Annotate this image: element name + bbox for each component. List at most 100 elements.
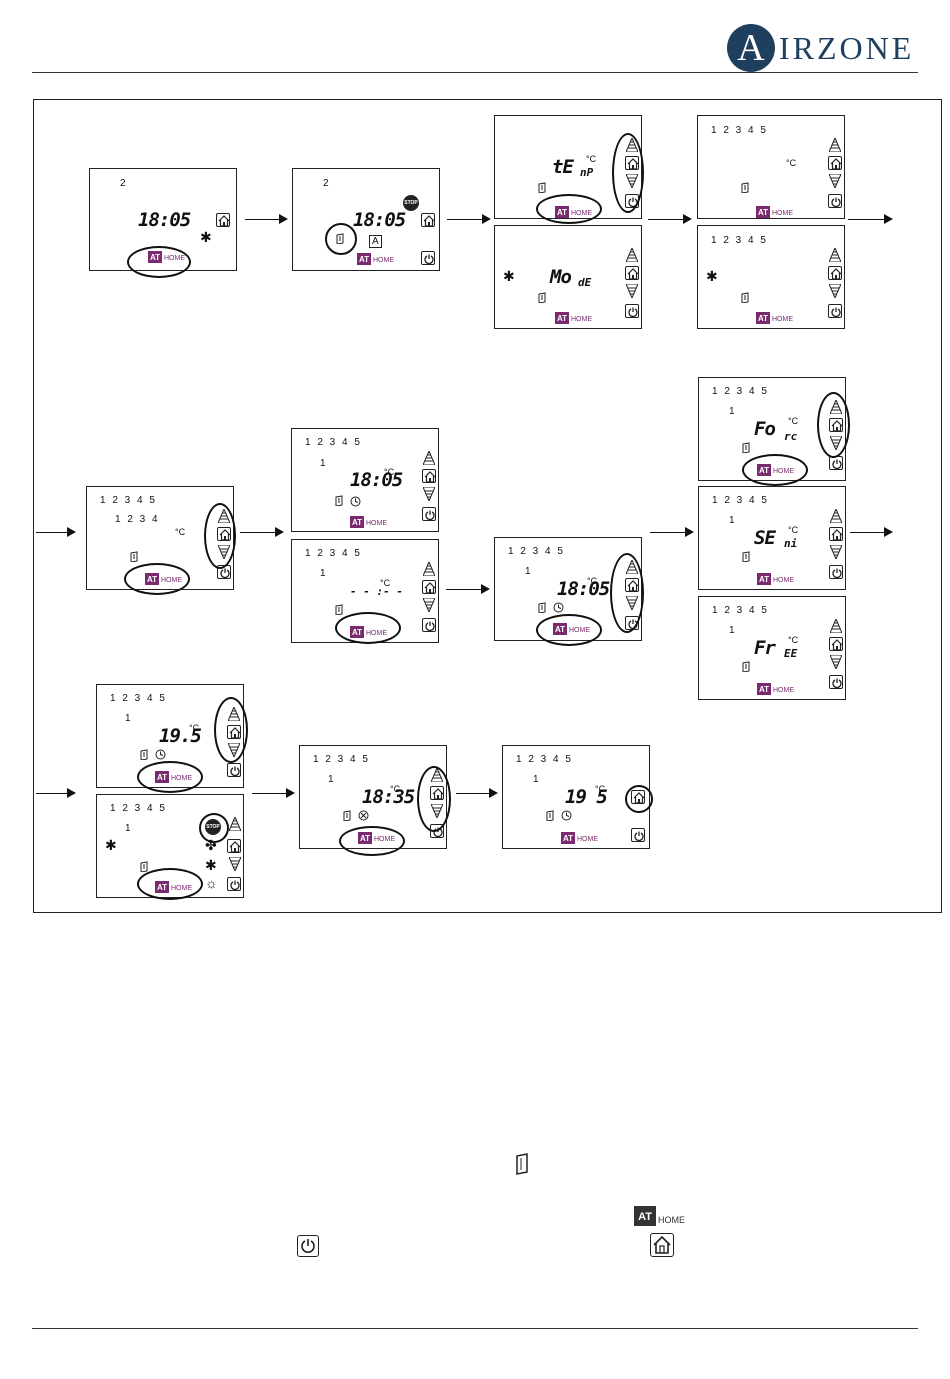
zone-number: 1 [533,774,539,785]
up-arrow-icon[interactable] [829,507,843,524]
up-arrow-icon[interactable] [828,246,842,263]
power-button[interactable] [422,507,436,521]
home-button[interactable] [227,839,241,853]
power-button[interactable] [829,565,843,579]
airzone-logo: A IRZONE [727,24,927,72]
down-arrow-icon[interactable] [828,173,842,190]
celsius-unit: °C [380,578,391,588]
zone-number: 2 [323,178,329,189]
up-arrow-icon[interactable] [828,136,842,153]
up-arrow-icon[interactable] [829,617,843,634]
down-arrow-icon[interactable] [422,486,436,503]
home-button[interactable] [421,213,435,227]
arrow-9-10-head [489,788,498,798]
stop-highlight [199,813,229,843]
athome-badge: AT [357,253,371,265]
window-icon [538,600,547,614]
arrow-1-2-head [279,214,288,224]
up-arrow-icon[interactable] [422,449,436,466]
mode-semi-small: ni [784,537,798,550]
athome-label: HOME [366,520,387,527]
window-icon [742,440,751,454]
down-arrow-icon[interactable] [625,283,639,300]
zone-list: 1 2 3 4 5 [305,548,360,559]
athome-label: HOME [373,257,394,264]
arrow-5-6 [446,589,482,590]
power-button[interactable] [422,618,436,632]
home-button[interactable] [422,469,436,483]
zone-list: 1 2 3 4 5 [508,546,563,557]
athome-highlight-8 [137,761,203,793]
athome-highlight-6 [536,614,602,646]
power-icon [831,307,841,318]
mode-free-small: EE [784,647,798,660]
arrow-3-4 [648,219,684,220]
arrow-row3-entry [36,793,68,794]
athome-inline-text: HOME [658,1215,685,1225]
home-button[interactable] [625,266,639,280]
arrow-row2-exit-head [884,527,893,537]
celsius-unit: °C [788,525,799,535]
athome-badge: AT [757,683,771,695]
athome-badge: AT [561,832,575,844]
power-button[interactable] [631,828,645,842]
arrow-row1-exit-head [884,214,893,224]
power-button[interactable] [625,304,639,318]
up-arrow-icon[interactable] [228,815,242,832]
window-icon [741,290,750,304]
mode-forc-big: Fo [754,418,776,440]
mode-free-big: Fr [754,637,776,659]
power-button[interactable] [829,456,843,470]
arrow-highlight-10 [417,766,451,832]
power-button[interactable] [829,675,843,689]
home-button[interactable] [216,213,230,227]
home-button[interactable] [828,156,842,170]
temperature-display: 19.5 [159,725,202,747]
snowflake-icon: ✱ [706,268,718,284]
zone-number: 1 [729,515,735,526]
celsius-unit: °C [189,723,200,733]
power-button[interactable] [227,763,241,777]
home-button[interactable] [829,527,843,541]
sun-icon: ☼ [205,875,218,891]
down-arrow-icon[interactable] [829,544,843,561]
celsius-unit: °C [788,416,799,426]
home-button[interactable] [422,580,436,594]
arrow-row2-entry-head [67,527,76,537]
home-inline-icon [650,1233,674,1257]
window-icon [538,180,547,194]
home-button[interactable] [829,637,843,651]
power-button[interactable] [227,877,241,891]
celsius-unit: °C [595,784,606,794]
power-button[interactable] [828,304,842,318]
time-display: 18:05 [350,469,403,491]
fan-icon: ✤ [205,837,217,853]
down-arrow-icon[interactable] [422,597,436,614]
arrow-1-2 [245,219,280,220]
power-button[interactable] [828,194,842,208]
home-icon [424,471,436,483]
home-button[interactable] [828,266,842,280]
figure-frame [33,99,942,913]
time-display: 18:05 [557,578,610,600]
zone-list: 1 2 3 4 5 [313,754,368,765]
down-arrow-icon[interactable] [829,654,843,671]
down-arrow-icon[interactable] [228,856,242,873]
menu-temp-big: tE [552,156,574,178]
up-arrow-icon[interactable] [625,246,639,263]
zone-list: 1 2 3 4 5 [711,235,766,246]
clock-icon [155,747,166,760]
home-icon [424,582,436,594]
snowflake-icon: ✱ [200,229,212,245]
down-arrow-icon[interactable] [828,283,842,300]
celsius-unit: °C [587,576,598,586]
clock-icon [561,808,572,821]
zone-number: 1 [328,774,334,785]
home-icon [627,268,639,280]
home-icon [831,639,843,651]
up-arrow-icon[interactable] [422,560,436,577]
arrow-9-10 [456,793,490,794]
power-button[interactable] [421,251,435,265]
power-icon [220,568,230,579]
